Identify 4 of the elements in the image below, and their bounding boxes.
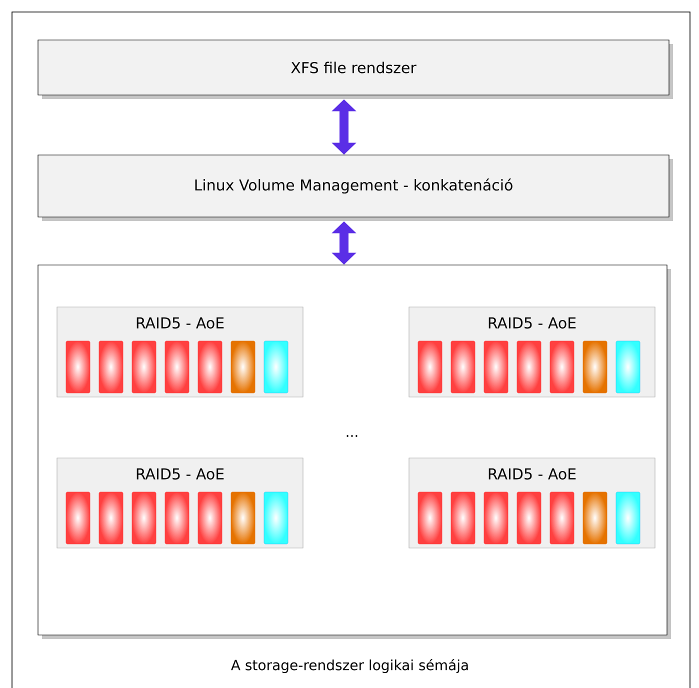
layer-box: Linux Volume Management - konkatenáció [38,154,673,221]
layer-box: XFS file rendszer [38,40,673,99]
ellipsis: ... [346,435,358,437]
caption: A storage-rendszer logikai sémája [231,658,468,674]
